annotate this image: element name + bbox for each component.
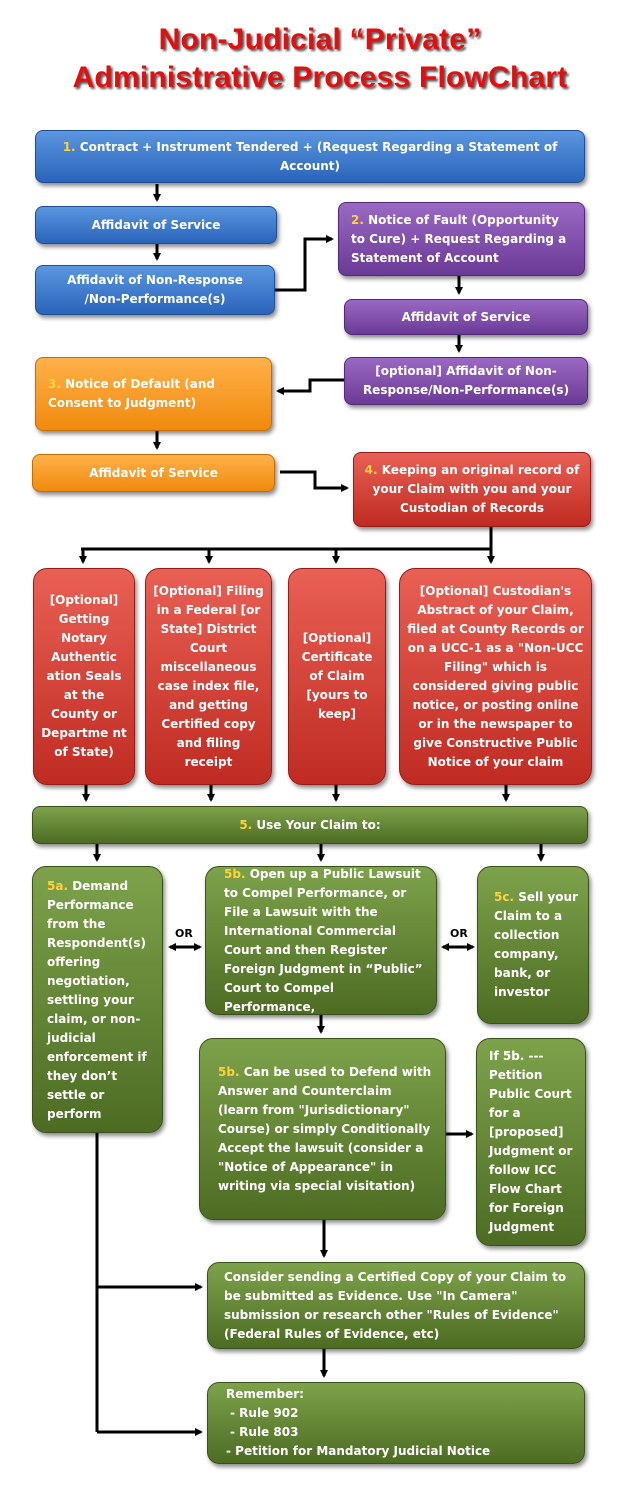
page-title-line1: Non-Judicial “Private” [158, 23, 482, 56]
step-3-text: Notice of Default (and Consent to Judgme… [48, 377, 216, 410]
arrow-service3-to-4 [280, 470, 349, 492]
optional-abstract-text: [Optional] Custodian's Abstract of your … [407, 583, 584, 769]
page-title-line2: Administrative Process FlowChart [72, 61, 568, 94]
step-5a-text: Demand Performance from the Respondent(s… [47, 879, 147, 1121]
optional-notary-text: [Optional] Getting Notary Authentic atio… [41, 593, 127, 759]
or-label-right: OR [450, 927, 468, 940]
affidavit-non-response-1: Affidavit of Non-Response /Non-Performan… [35, 265, 275, 315]
step-5b-number: 5b. [224, 866, 246, 881]
step-5b-defend-box: 5b. Can be used to Defend with Answer an… [199, 1038, 446, 1220]
remember-heading: Remember: [226, 1387, 304, 1401]
step-2-box: 2. Notice of Fault (Opportunity to Cure)… [338, 202, 585, 276]
step-5c-number: 5c. [494, 890, 515, 904]
affidavit-non-response-1-text: Affidavit of Non-Response /Non-Performan… [67, 273, 243, 306]
certified-copy-text: Consider sending a Certified Copy of you… [224, 1269, 567, 1341]
step-5c-text: Sell your Claim to a collection company,… [494, 890, 578, 999]
optional-certificate-text: [Optional] Certificate of Claim [yours t… [301, 631, 373, 721]
step-4-text: Keeping an original record of your Claim… [372, 463, 580, 515]
certified-copy-box: Consider sending a Certified Copy of you… [207, 1262, 585, 1349]
affidavit-of-service-3-text: Affidavit of Service [89, 465, 218, 480]
optional-filing-box: [Optional] Filing in a Federal [or State… [145, 568, 272, 785]
step-4-box: 4. Keeping an original record of your Cl… [353, 452, 591, 527]
step-1-number: 1. [62, 139, 76, 154]
affidavit-non-response-2-text: [optional] Affidavit of Non-Response/Non… [362, 364, 570, 397]
optional-abstract-box: [Optional] Custodian's Abstract of your … [399, 568, 592, 785]
arrow-nonresponse2-to-3 [276, 378, 344, 395]
affidavit-of-service-2: Affidavit of Service [344, 299, 588, 335]
step-3-number: 3. [48, 377, 61, 391]
step-5a-box: 5a. Demand Performance from the Responde… [32, 866, 163, 1133]
step-3-box: 3. Notice of Default (and Consent to Jud… [35, 357, 272, 431]
or-label-left: OR [175, 927, 193, 940]
step-2-text: Notice of Fault (Opportunity to Cure) + … [351, 212, 567, 265]
remember-item-3: - Petition for Mandatory Judicial Notice [226, 1444, 491, 1458]
affidavit-non-response-2: [optional] Affidavit of Non-Response/Non… [344, 357, 588, 405]
step-2-number: 2. [351, 212, 364, 227]
optional-notary-box: [Optional] Getting Notary Authentic atio… [33, 568, 135, 785]
optional-filing-text: [Optional] Filing in a Federal [or State… [153, 583, 264, 769]
affidavit-of-service-1-text: Affidavit of Service [91, 217, 221, 232]
affidavit-of-service-1: Affidavit of Service [35, 206, 277, 244]
if-5b-box: If 5b. --- Petition Public Court for a [… [476, 1038, 586, 1246]
if-5b-text: If 5b. --- Petition Public Court for a [… [489, 1049, 573, 1234]
remember-item-1: - Rule 902 [230, 1406, 299, 1420]
step-5b-defend-number: 5b. [218, 1064, 240, 1079]
step-5-text: Use Your Claim to: [256, 817, 381, 832]
step-5-box: 5. Use Your Claim to: [32, 806, 588, 844]
affidavit-of-service-3: Affidavit of Service [32, 454, 275, 492]
step-5b-open-lawsuit-box: 5b. Open up a Public Lawsuit to Compel P… [205, 866, 437, 1015]
remember-item-2: - Rule 803 [230, 1425, 299, 1439]
optional-certificate-box: [Optional] Certificate of Claim [yours t… [288, 568, 386, 785]
step-5a-number: 5a. [47, 879, 69, 893]
step-4-number: 4. [364, 463, 378, 477]
step-1-text: Contract + Instrument Tendered + (Reques… [79, 139, 558, 173]
remember-box: Remember: - Rule 902 - Rule 803 - Petiti… [207, 1382, 585, 1464]
step-5b-defend-text: Can be used to Defend with Answer and Co… [218, 1064, 432, 1193]
arrow-nonresponse-to-2 [275, 235, 334, 292]
step-5c-box: 5c. Sell your Claim to a collection comp… [477, 866, 589, 1024]
step-1-box: 1. Contract + Instrument Tendered + (Req… [35, 130, 585, 183]
step-5b-text: Open up a Public Lawsuit to Compel Perfo… [224, 866, 423, 1014]
step-5-number: 5. [239, 817, 253, 832]
affidavit-of-service-2-text: Affidavit of Service [401, 309, 531, 324]
